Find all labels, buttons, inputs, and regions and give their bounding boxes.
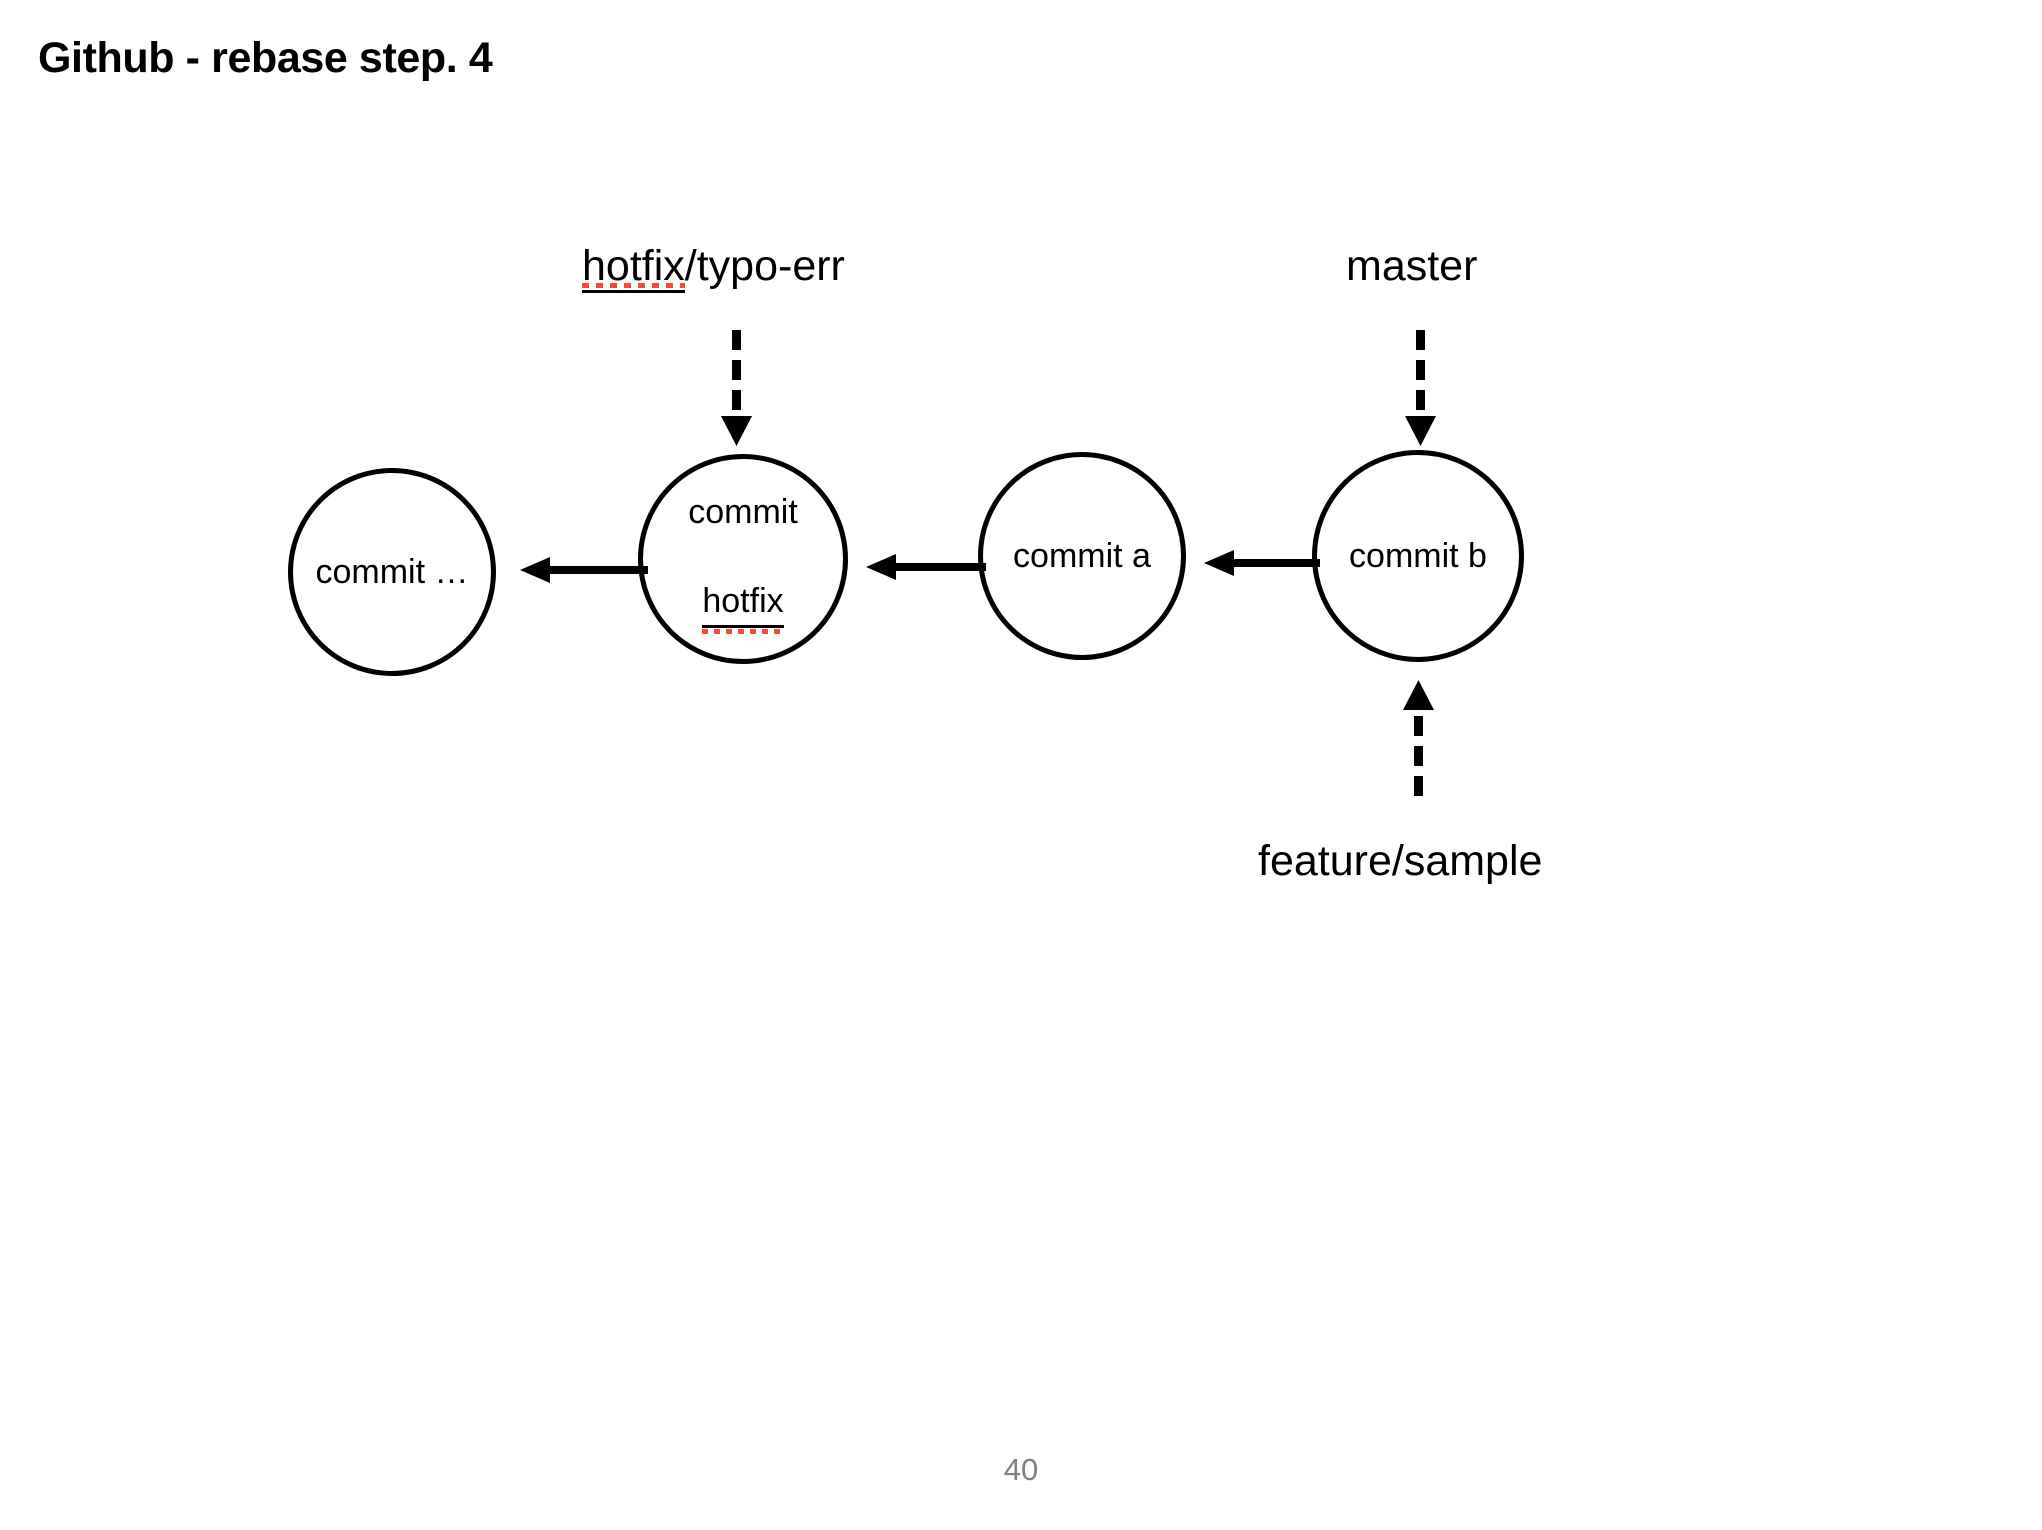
- parent-arrow-b-to-a: [1204, 550, 1320, 576]
- branch-label-master[interactable]: master: [1346, 242, 1478, 290]
- branch-pointer-master-down-arrow: [1405, 330, 1436, 446]
- commit-node-ellipsis-line1: commit …: [315, 552, 469, 591]
- page-number: 40: [1003, 1452, 1039, 1487]
- branch-label-hotfix-prefix: hotfix: [582, 242, 685, 294]
- commit-node-hotfix-line2-wrap: hotfix: [688, 579, 798, 635]
- commit-node-b-label: commit b: [1349, 489, 1487, 624]
- branch-label-feature[interactable]: feature/sample: [1258, 837, 1543, 885]
- commit-node-hotfix-line1: commit: [688, 492, 798, 531]
- branch-label-master-text: master: [1346, 242, 1478, 290]
- branch-label-hotfix[interactable]: hotfix/typo-err: [582, 242, 845, 294]
- commit-node-a[interactable]: commit a: [978, 452, 1186, 660]
- commit-node-ellipsis-label: commit …: [316, 505, 469, 640]
- parent-arrow-a-to-hotfix: [866, 554, 986, 580]
- commit-node-b-line1: commit b: [1349, 536, 1487, 575]
- commit-node-a-label: commit a: [1013, 489, 1151, 624]
- commit-node-a-line1: commit a: [1013, 536, 1151, 575]
- commit-node-ellipsis[interactable]: commit …: [288, 468, 496, 676]
- page-title: Github - rebase step. 4: [38, 34, 493, 82]
- branch-label-hotfix-suffix: /typo-err: [684, 242, 845, 290]
- parent-arrow-hotfix-to-ellipsis: [520, 557, 648, 583]
- branch-pointer-hotfix-down-arrow: [721, 330, 752, 446]
- branch-pointer-feature-up-arrow: [1403, 680, 1434, 796]
- commit-node-hotfix[interactable]: commit hotfix: [638, 454, 848, 664]
- commit-node-hotfix-line2: hotfix: [702, 579, 784, 635]
- commit-node-hotfix-label: commit hotfix: [688, 445, 798, 673]
- branch-label-feature-text: feature/sample: [1258, 837, 1543, 885]
- commit-node-b[interactable]: commit b: [1312, 450, 1524, 662]
